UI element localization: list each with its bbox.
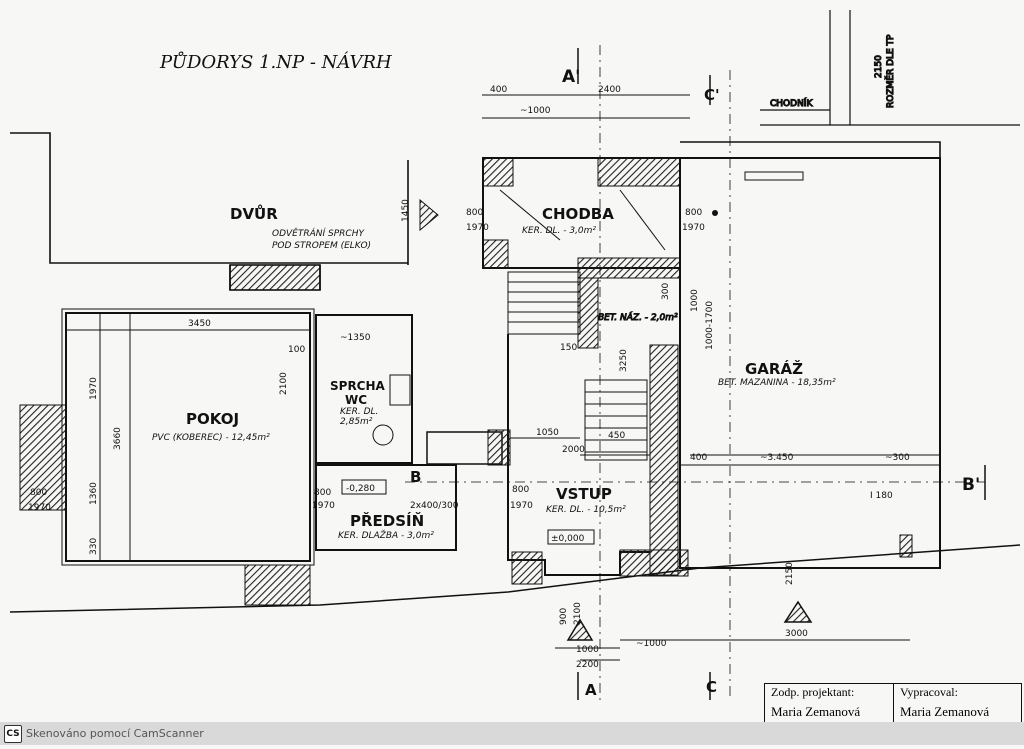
predsin-room: -0,280 PŘEDSÍŇ KER. DLAŽBA - 3,0m²: [315, 431, 503, 551]
vent-note-1: ODVĚTRÁNÍ SPRCHY: [272, 227, 365, 239]
prepared-by-name: Maria Zemanová: [900, 704, 990, 719]
dim-330: 330: [89, 538, 99, 555]
rozmer-label: ROZMĚR DLE TP: [884, 34, 896, 108]
pokoj-floor-label: PVC (KOBEREC) - 12,45m²: [152, 433, 270, 443]
section-c-top: C': [704, 86, 720, 104]
dim-800-c: 800: [30, 488, 47, 498]
dim-3200: 2150: [785, 562, 795, 585]
camscanner-logo-icon: CS: [4, 725, 22, 743]
sprcha-area-label: 2,85m²: [340, 417, 373, 427]
corridor-block: CHODBA KER. DL. - 3,0m²: [482, 157, 681, 349]
section-markers: [405, 45, 986, 700]
courtyard-walls: [10, 132, 409, 291]
garaz-room: GARÁŽ BET. MAZANINA - 18,35m² I 180: [619, 141, 941, 577]
dim-2x400: 2x400/300: [410, 501, 459, 511]
plan-title: PŮDORYS 1.NP - NÁVRH: [159, 50, 392, 73]
beam-label: I 180: [870, 491, 893, 501]
dim-800-b: 800: [685, 208, 702, 218]
dim-1050: 1050: [536, 428, 559, 438]
vstup-floor-label: KER. DL. - 10,5m²: [546, 505, 626, 515]
section-a-top: A': [562, 67, 580, 87]
section-b-right: B': [962, 475, 980, 495]
prepared-by-label: Vypracoval:: [900, 685, 958, 699]
dim-2100: 2100: [279, 372, 289, 395]
dim-garaz-3450: ~3.450: [760, 453, 794, 463]
dim-2400: 2400: [598, 85, 621, 95]
dim-1000-1700: 1000-1700: [705, 301, 715, 350]
level-zero-label: ±0,000: [551, 534, 585, 544]
dim-1350: ~1350: [340, 333, 371, 343]
responsible-designer-cell: Zodp. projektant: Maria Zemanová: [765, 684, 894, 722]
dim-3250: 3250: [619, 349, 629, 372]
dim-1000-c: ~1000: [636, 639, 667, 649]
scanner-footer: CS Skenováno pomocí CamScanner: [0, 722, 1024, 745]
shower-room: SPRCHA WC KER. DL. 2,85m²: [315, 314, 413, 464]
street-lines: CHODNÍK ROZMĚR DLE TP 2150: [760, 10, 1020, 126]
dim-2200: 2200: [576, 660, 599, 670]
dim-1360: 1360: [89, 482, 99, 505]
dim-450: 450: [608, 431, 625, 441]
responsible-designer-name: Maria Zemanová: [771, 704, 861, 719]
chodba-floor-label: KER. DL. - 3,0m²: [522, 226, 596, 236]
vstup-label: VSTUP: [556, 485, 612, 503]
dim-1450: 1450: [401, 199, 411, 222]
bet-naz-label: BET. NÁZ. - 2,0m²: [598, 311, 678, 323]
pokoj-label: POKOJ: [186, 410, 239, 428]
dimension-lines: [66, 94, 940, 661]
responsible-designer-label: Zodp. projektant:: [771, 685, 855, 699]
terrain-lines: [9, 544, 1021, 613]
dim-900: 900: [559, 608, 569, 625]
section-a-bottom: A: [585, 681, 597, 699]
dim-800-d: 800: [314, 488, 331, 498]
dim-2100-b: 2100: [573, 602, 583, 625]
dim-1970-b: 1970: [682, 223, 705, 233]
dim-100: 100: [288, 345, 305, 355]
predsin-floor-label: KER. DLAŽBA - 3,0m²: [338, 529, 434, 541]
dim-3660: 3660: [113, 427, 123, 450]
dim-400: 400: [490, 85, 507, 95]
camscanner-watermark-text: Skenováno pomocí CamScanner: [26, 727, 204, 740]
garaz-label: GARÁŽ: [745, 359, 803, 378]
dim-400-g: 400: [690, 453, 707, 463]
dim-3450: 3450: [188, 319, 211, 329]
dim-1000: ~1000: [520, 106, 551, 116]
dim-150: 150: [560, 343, 577, 353]
dim-800-a: 800: [466, 208, 483, 218]
title-block: Zodp. projektant: Maria Zemanová Vypraco…: [764, 683, 1022, 723]
prepared-by-cell: Vypracoval: Maria Zemanová: [894, 684, 1021, 722]
garaz-floor-label: BET. MAZANINA - 18,35m²: [718, 378, 836, 388]
dim-3000: 3000: [785, 629, 808, 639]
dim-1000-d: 1000: [576, 645, 599, 655]
dim-2000: 2000: [562, 445, 585, 455]
pokoj-room: POKOJ PVC (KOBEREC) - 12,45m²: [19, 308, 315, 606]
dim-2150: 2150: [874, 55, 884, 78]
vent-arrow-icon: [419, 198, 439, 232]
chodba-label: CHODBA: [542, 205, 614, 223]
sprcha-floor-label: KER. DL.: [340, 407, 378, 417]
dim-300: 300: [661, 283, 671, 300]
chodnik-label: CHODNÍK: [770, 97, 813, 109]
dim-garaz-300: ~300: [885, 453, 910, 463]
dim-1970-d: 1970: [28, 503, 51, 513]
predsin-label: PŘEDSÍŇ: [350, 511, 424, 530]
wc-label: WC: [345, 393, 367, 407]
dim-1970-f: 1970: [510, 501, 533, 511]
dim-800-e: 800: [512, 485, 529, 495]
dim-1970-a: 1970: [466, 223, 489, 233]
section-c-bottom: C: [706, 678, 717, 696]
dim-1970-e: 1970: [312, 501, 335, 511]
section-b-left: B: [410, 468, 421, 486]
dvur-label: DVŮR: [230, 203, 278, 223]
stairs: BET. NÁZ. - 2,0m²: [507, 271, 678, 461]
dim-1000b: 1000: [690, 289, 700, 312]
dim-1970-c: 1970: [89, 377, 99, 400]
dimension-texts: 400 2400 ~1000 800 1970 800 1970 3450 36…: [28, 85, 910, 670]
sprcha-label: SPRCHA: [330, 379, 386, 393]
vent-note-2: POD STROPEM (ELKO): [272, 241, 371, 251]
level-low-label: -0,280: [346, 484, 375, 494]
